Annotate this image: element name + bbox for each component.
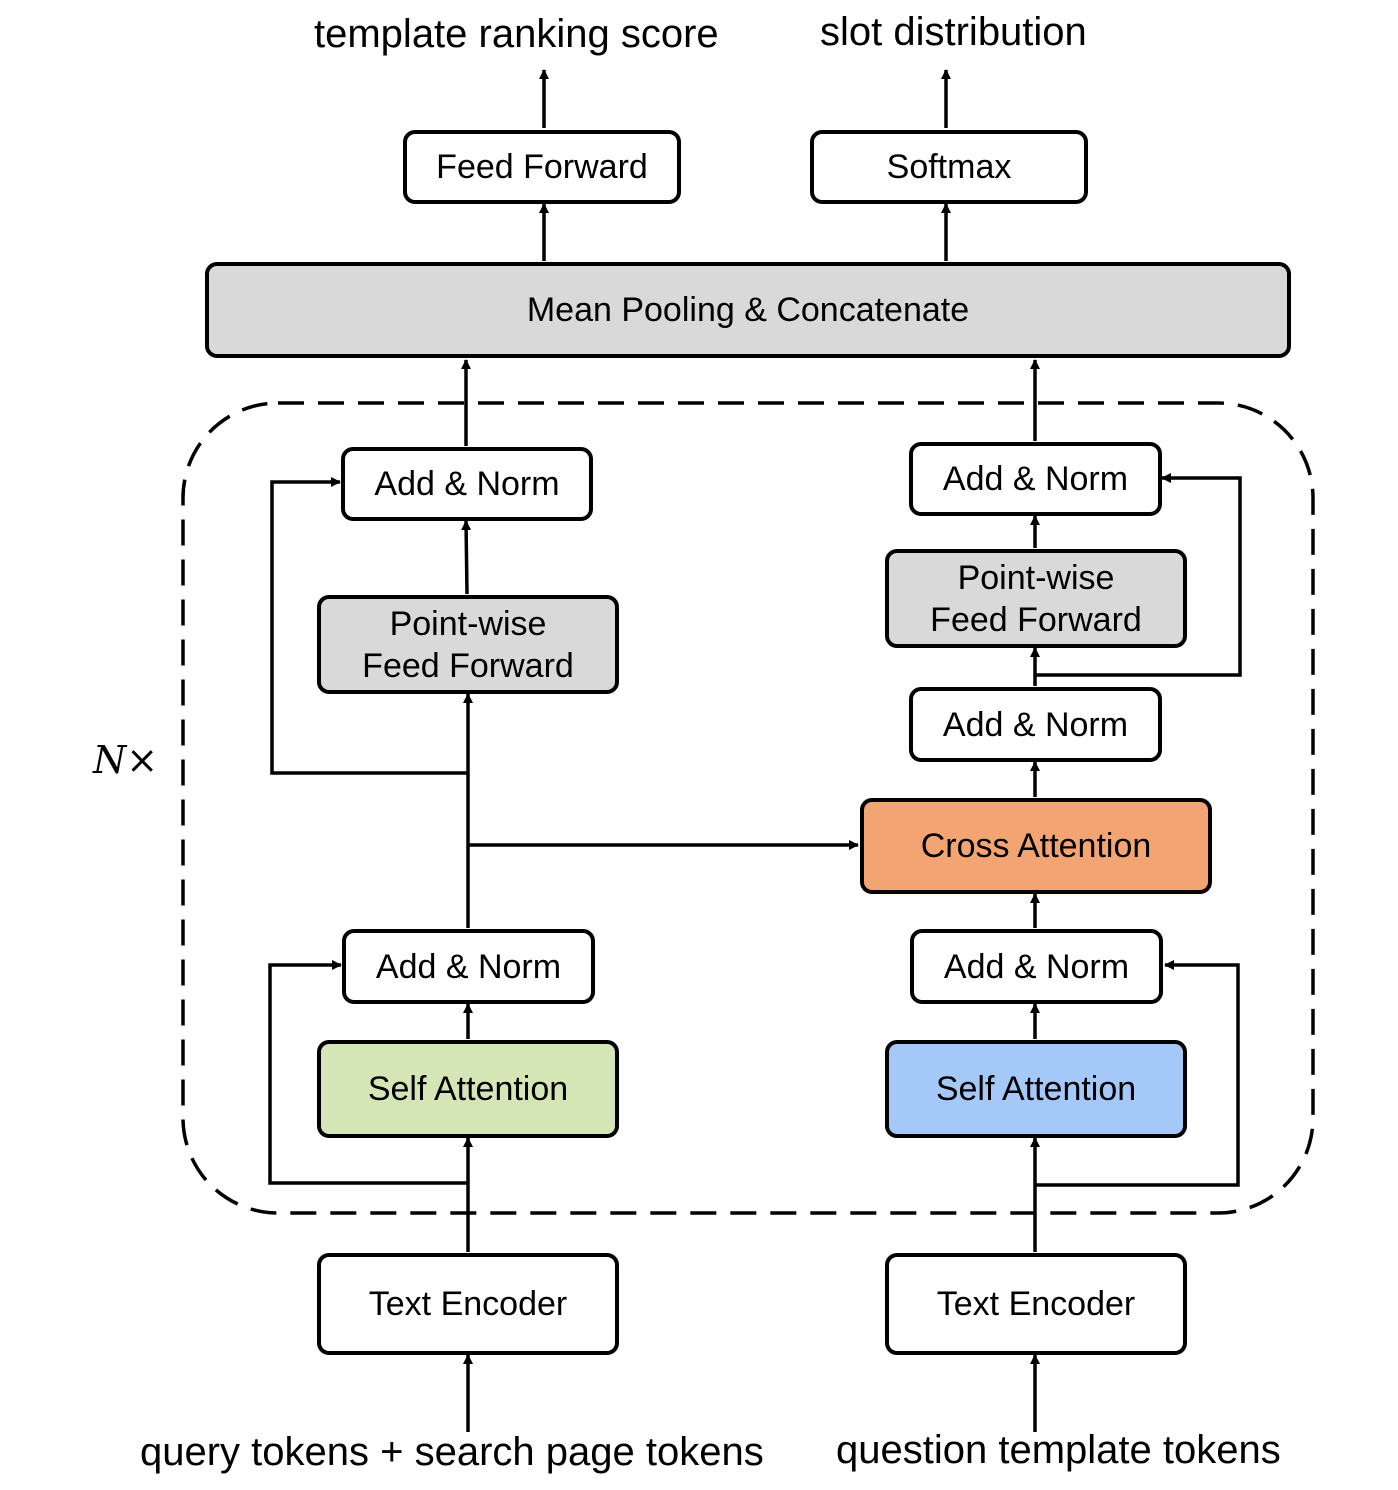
left-text-encoder-box: Text Encoder [317, 1253, 619, 1355]
repeat-count-label: N× [93, 738, 159, 782]
left-add-norm-bottom: Add & Norm [342, 929, 595, 1004]
left-add-norm-top-label: Add & Norm [374, 465, 560, 503]
input-label-right: question template tokens [836, 1428, 1281, 1472]
left-add-norm-bottom-label: Add & Norm [375, 947, 562, 986]
cross-attention-label: Cross Attention [920, 827, 1152, 865]
left-self-attention-label: Self Attention [367, 1070, 569, 1108]
right-pointwise-ff-box: Point-wise Feed Forward [885, 549, 1187, 648]
right-self-attention-box: Self Attention [885, 1040, 1187, 1138]
softmax-label: Softmax [886, 148, 1012, 186]
input-label-left: query tokens + search page tokens [140, 1430, 764, 1474]
right-residual-top [1035, 473, 1242, 677]
left-residual-bottom [268, 960, 468, 1185]
right-add-norm-bottom-label: Add & Norm [943, 947, 1130, 986]
right-self-attention-label: Self Attention [935, 1070, 1137, 1108]
softmax-box: Softmax [810, 130, 1088, 204]
output-label-slot: slot distribution [820, 10, 1087, 54]
left-residual-top [270, 477, 468, 775]
left-text-encoder-label: Text Encoder [368, 1285, 568, 1323]
mean-pooling-label: Mean Pooling & Concatenate [526, 291, 970, 329]
repeat-block-boundary [181, 401, 1315, 1215]
left-self-attention-box: Self Attention [317, 1040, 619, 1138]
feed-forward-box: Feed Forward [403, 130, 681, 204]
cross-attention-box: Cross Attention [860, 798, 1212, 894]
right-add-norm-top-label: Add & Norm [942, 460, 1129, 498]
right-add-norm-mid-label: Add & Norm [942, 705, 1129, 744]
right-residual-bottom [1035, 960, 1240, 1187]
right-add-norm-top: Add & Norm [909, 442, 1162, 516]
mean-pooling-box: Mean Pooling & Concatenate [205, 262, 1291, 358]
left-pointwise-line2: Feed Forward [362, 646, 574, 685]
feed-forward-label: Feed Forward [436, 148, 648, 186]
output-label-ranking: template ranking score [314, 12, 719, 56]
right-add-norm-bottom: Add & Norm [910, 929, 1163, 1004]
right-text-encoder-label: Text Encoder [936, 1285, 1136, 1323]
arrow-left-pw-to-addnorm [461, 520, 472, 595]
right-text-encoder-box: Text Encoder [885, 1253, 1187, 1355]
left-pointwise-ff-box: Point-wise Feed Forward [317, 595, 619, 694]
left-pointwise-line1: Point-wise [389, 604, 547, 643]
right-add-norm-mid: Add & Norm [909, 687, 1162, 762]
right-pointwise-line2: Feed Forward [930, 600, 1142, 639]
right-pointwise-line1: Point-wise [957, 558, 1115, 597]
left-add-norm-top: Add & Norm [341, 447, 593, 521]
